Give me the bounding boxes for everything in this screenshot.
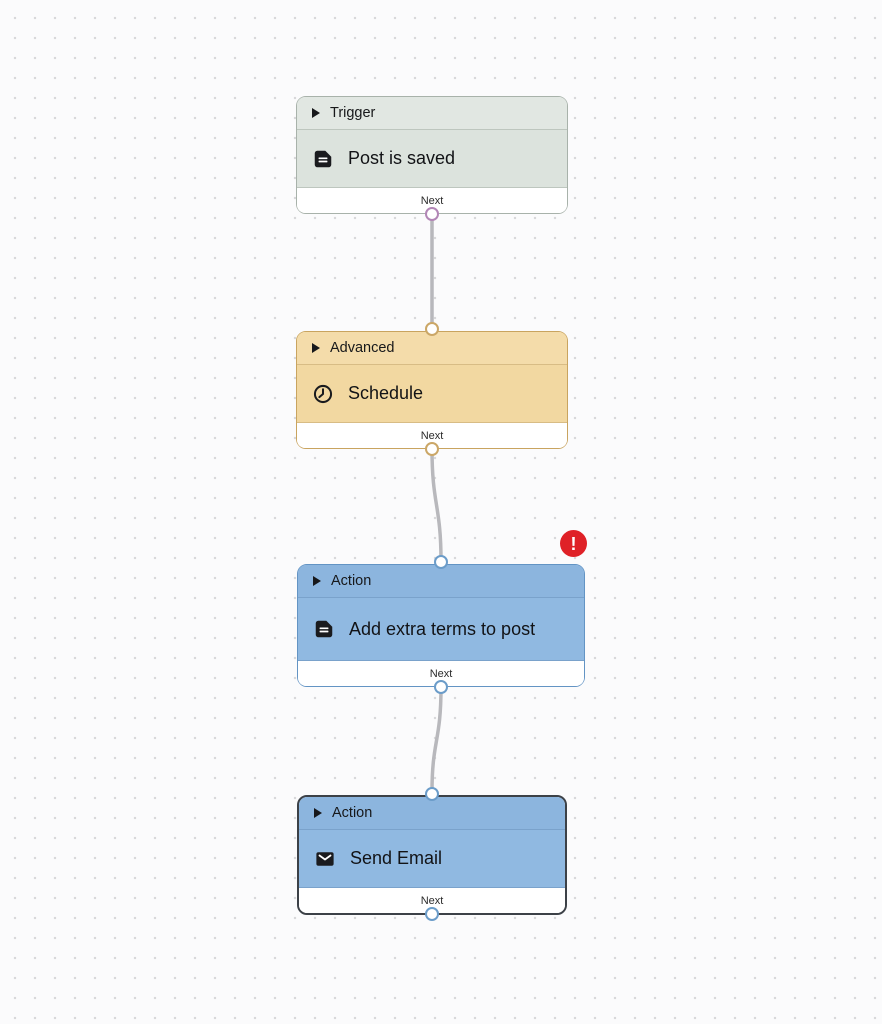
node-category-label: Advanced: [330, 340, 395, 356]
edge-schedule-to-add-terms: [430, 447, 443, 563]
node-action-send-email[interactable]: Action Send Email Next: [297, 786, 567, 921]
node-body[interactable]: Send Email: [299, 830, 565, 887]
next-label: Next: [429, 667, 453, 680]
node-header[interactable]: Action: [299, 797, 565, 830]
node-category-label: Action: [332, 805, 373, 821]
output-port[interactable]: [424, 442, 439, 456]
input-port[interactable]: [424, 786, 439, 801]
collapse-triangle-icon: [313, 576, 321, 586]
node-title: Add extra terms to post: [349, 618, 536, 639]
input-port[interactable]: [433, 554, 448, 569]
node-header[interactable]: Action: [298, 565, 584, 598]
node-body[interactable]: Add extra terms to post: [298, 598, 584, 660]
node-title: Post is saved: [348, 148, 456, 168]
collapse-triangle-icon: [314, 808, 322, 818]
output-port[interactable]: [424, 907, 439, 921]
node-footer: Next: [297, 187, 567, 213]
next-label: Next: [420, 194, 444, 207]
node-header[interactable]: Advanced: [297, 332, 567, 365]
output-port[interactable]: [424, 207, 439, 221]
output-port[interactable]: [433, 680, 448, 694]
error-badge[interactable]: !: [560, 530, 587, 557]
node-title: Schedule: [348, 383, 424, 403]
article-icon: [312, 148, 334, 170]
edge-add-terms-to-send-email: [430, 685, 443, 794]
node-category-label: Trigger: [330, 105, 376, 121]
node-advanced-schedule[interactable]: Advanced Schedule Next: [296, 321, 568, 456]
article-icon: [313, 618, 335, 640]
email-icon: [314, 848, 336, 870]
node-title: Send Email: [350, 848, 443, 868]
collapse-triangle-icon: [312, 343, 320, 353]
node-body[interactable]: Schedule: [297, 365, 567, 422]
next-label: Next: [420, 429, 444, 442]
node-body[interactable]: Post is saved: [297, 130, 567, 187]
collapse-triangle-icon: [312, 108, 320, 118]
node-category-label: Action: [331, 573, 372, 589]
next-label: Next: [420, 894, 444, 907]
clock-icon: [312, 383, 334, 405]
node-action-add-extra-terms[interactable]: Action Add extra terms to post Next !: [297, 530, 587, 694]
node-header[interactable]: Trigger: [297, 97, 567, 130]
input-port[interactable]: [424, 321, 439, 336]
node-trigger-post-is-saved[interactable]: Trigger Post is saved Next: [296, 96, 568, 221]
